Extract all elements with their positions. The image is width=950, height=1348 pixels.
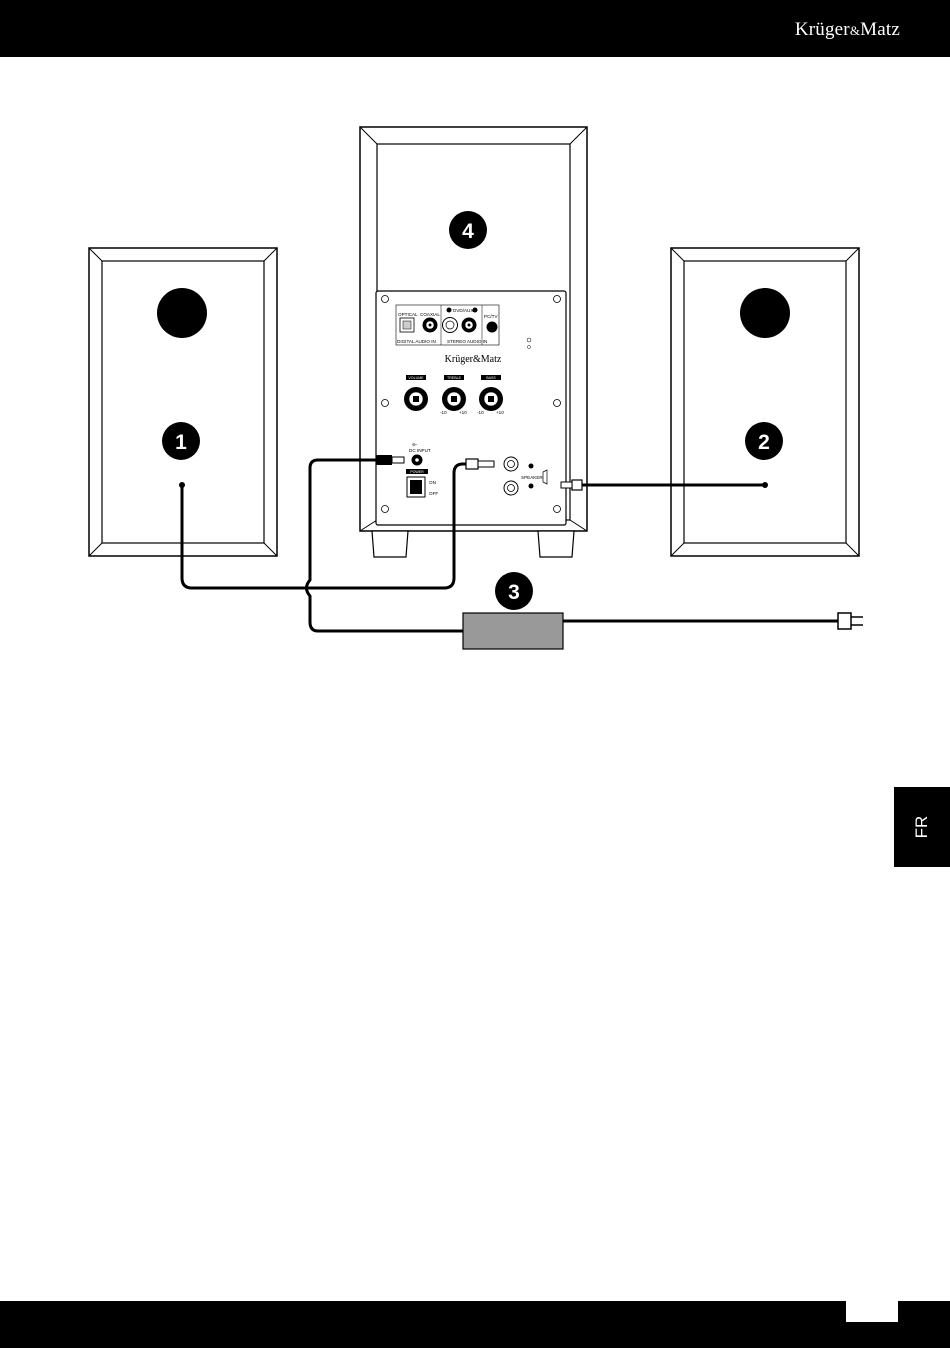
left-speaker-driver (157, 288, 207, 338)
footer-bar (0, 1301, 950, 1348)
svg-text:DIGITAL AUDIO IN: DIGITAL AUDIO IN (397, 339, 436, 344)
svg-text:VOLUME: VOLUME (408, 376, 424, 380)
svg-text:-10: -10 (477, 410, 484, 415)
language-tab: FR (894, 787, 950, 867)
page-number-box (846, 1301, 898, 1322)
svg-text:SPEAKER: SPEAKER (521, 475, 543, 480)
svg-text:POWER: POWER (410, 470, 424, 474)
svg-text:PC/TV: PC/TV (484, 314, 498, 319)
svg-text:ON: ON (429, 480, 436, 485)
svg-text:DVD/AUX: DVD/AUX (453, 308, 473, 313)
svg-text:OPTICAL: OPTICAL (398, 312, 418, 317)
svg-text:+10: +10 (496, 410, 504, 415)
rear-panel: OPTICAL COAXIAL DVD/AUX PC/TV DIGITAL AU… (376, 291, 566, 525)
svg-text:⊖-: ⊖- (412, 442, 418, 447)
svg-text:BASS: BASS (486, 376, 496, 380)
svg-text:COAXIAL: COAXIAL (420, 312, 440, 317)
svg-text:2: 2 (758, 431, 770, 454)
right-speaker: 2 (671, 248, 859, 556)
svg-text:3: 3 (508, 581, 520, 604)
svg-text:Krüger&Matz: Krüger&Matz (445, 354, 502, 365)
svg-text:DC INPUT: DC INPUT (409, 448, 431, 453)
subwoofer-rear: 4 OPTICAL COAXIAL DVD/AUX (360, 127, 587, 557)
language-label: FR (912, 816, 932, 839)
power-adapter (463, 613, 563, 649)
svg-text:1: 1 (175, 431, 187, 454)
svg-text:4: 4 (462, 220, 474, 243)
right-speaker-driver (740, 288, 790, 338)
svg-text:STEREO AUDIO IN: STEREO AUDIO IN (447, 339, 487, 344)
svg-text:+10: +10 (459, 410, 467, 415)
svg-text:-10: -10 (440, 410, 447, 415)
svg-text:OFF: OFF (429, 491, 438, 496)
svg-text:TREBLE: TREBLE (447, 376, 462, 380)
